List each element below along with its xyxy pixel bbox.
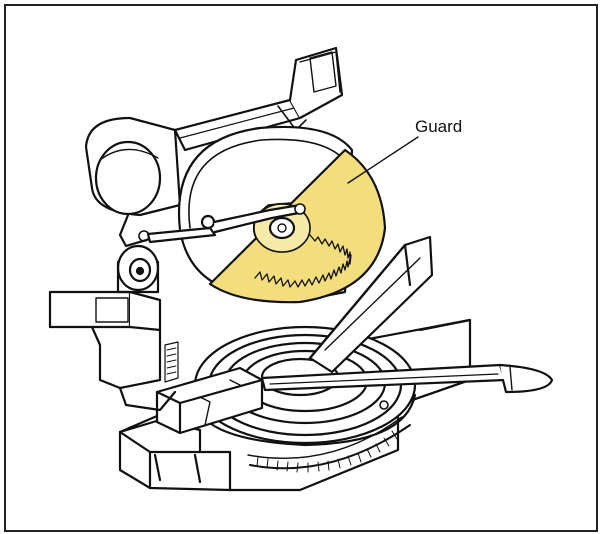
fence-right — [308, 235, 434, 374]
pivot-support — [48, 116, 182, 412]
rotation-handle — [260, 363, 554, 394]
guard-callout-label: Guard — [415, 117, 463, 136]
upper-arm — [173, 46, 344, 152]
miter-scale — [247, 400, 411, 473]
guard-link — [146, 202, 306, 244]
fence-left — [155, 366, 264, 435]
guard-callout-line — [347, 136, 419, 184]
